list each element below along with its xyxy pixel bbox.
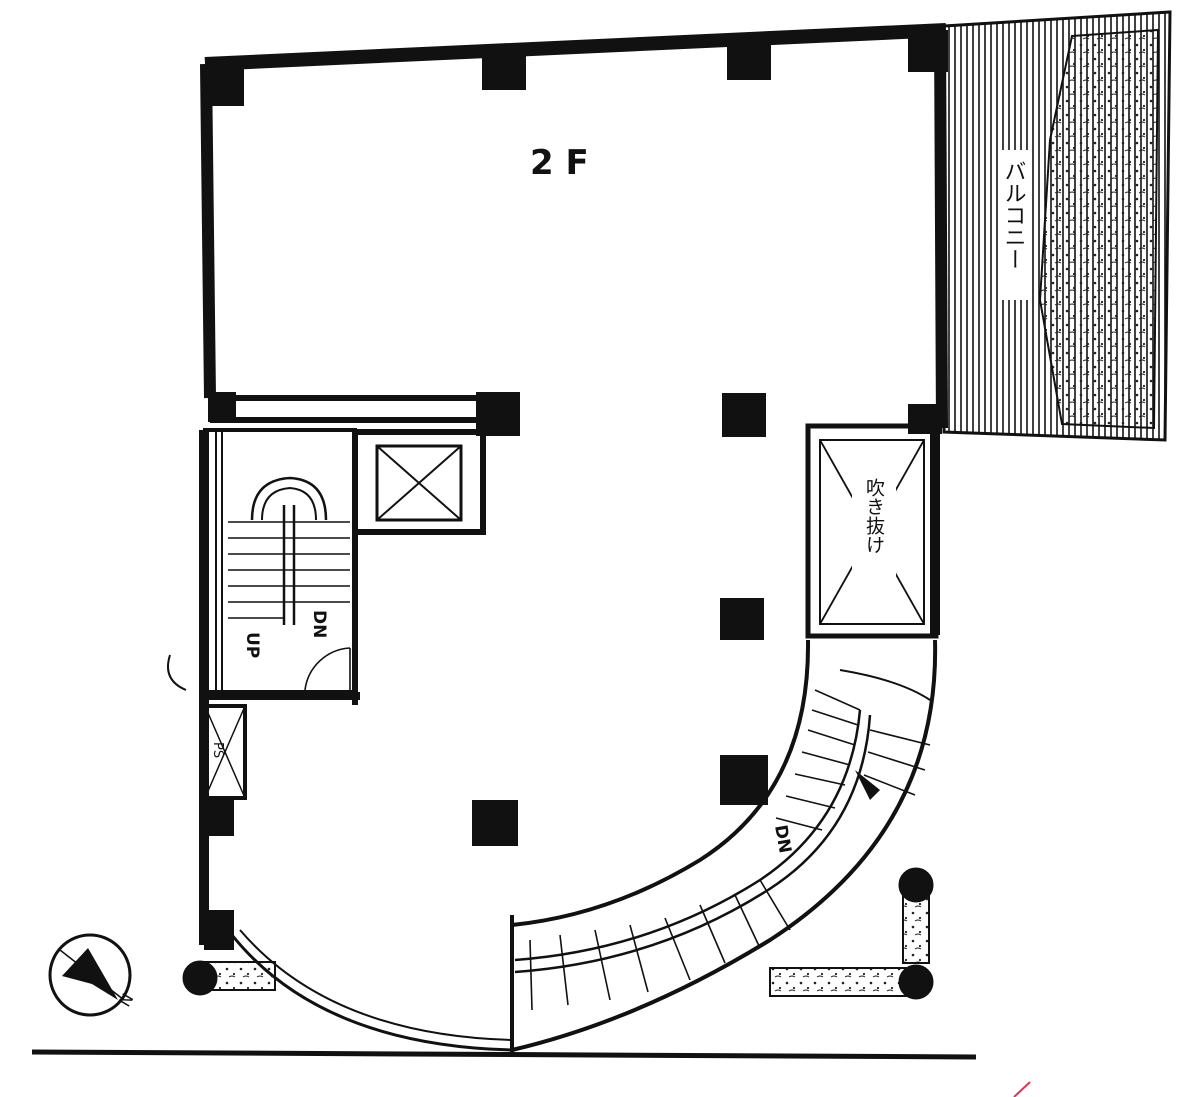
north-arrow (48, 933, 132, 1017)
stair-down-label: DN (309, 610, 329, 638)
balcony: バルコニー (942, 10, 1172, 442)
floor-label: 2 F (530, 143, 589, 183)
curved-stair (511, 639, 938, 1052)
stair-up-label: UP (242, 632, 262, 658)
stairwell (167, 428, 360, 700)
pen-mark (1013, 1081, 1031, 1097)
elevator-shaft (352, 429, 486, 705)
ps-shaft (203, 704, 247, 800)
ground-line (31, 1049, 977, 1060)
columns (204, 30, 948, 950)
planter (182, 867, 934, 1000)
void-area (805, 423, 939, 639)
balcony-label: バルコニー (1001, 160, 1026, 270)
spiral-down-label: DN (770, 823, 795, 854)
void-label: 吹き抜け (863, 478, 885, 554)
ps-label: PS (210, 742, 225, 758)
